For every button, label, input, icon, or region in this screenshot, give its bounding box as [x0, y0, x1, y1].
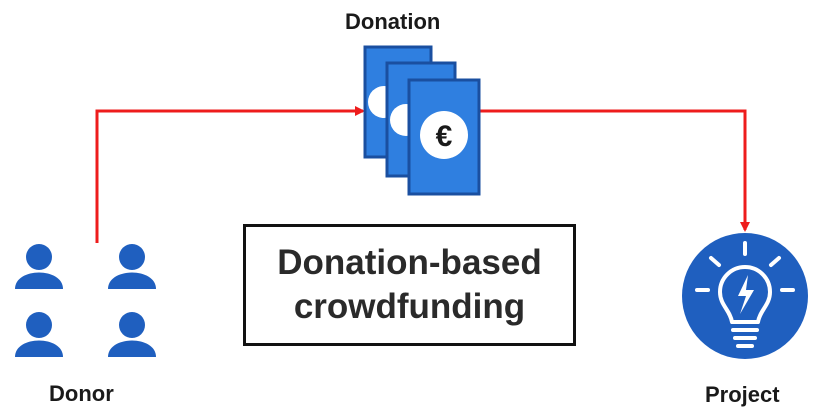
- arrow-donor-to-donation: [95, 106, 365, 243]
- donation-label: Donation: [345, 9, 441, 34]
- person-icon: [15, 244, 63, 289]
- title-line-2: crowdfunding: [293, 287, 526, 326]
- euro-symbol: €: [436, 120, 453, 153]
- banknote-icon: €: [363, 45, 481, 196]
- title-box: Donation-based crowdfunding: [243, 224, 576, 346]
- banknote-front: €: [407, 78, 481, 196]
- person-icon: [15, 312, 63, 357]
- arrow-donation-to-project: [480, 109, 750, 232]
- person-icon: [108, 312, 156, 357]
- donor-group-icon: [15, 244, 156, 357]
- title-line-1: Donation-based: [277, 243, 542, 282]
- project-label: Project: [705, 382, 780, 407]
- lightbulb-icon: [682, 233, 808, 359]
- donor-label: Donor: [49, 381, 114, 406]
- person-icon: [108, 244, 156, 289]
